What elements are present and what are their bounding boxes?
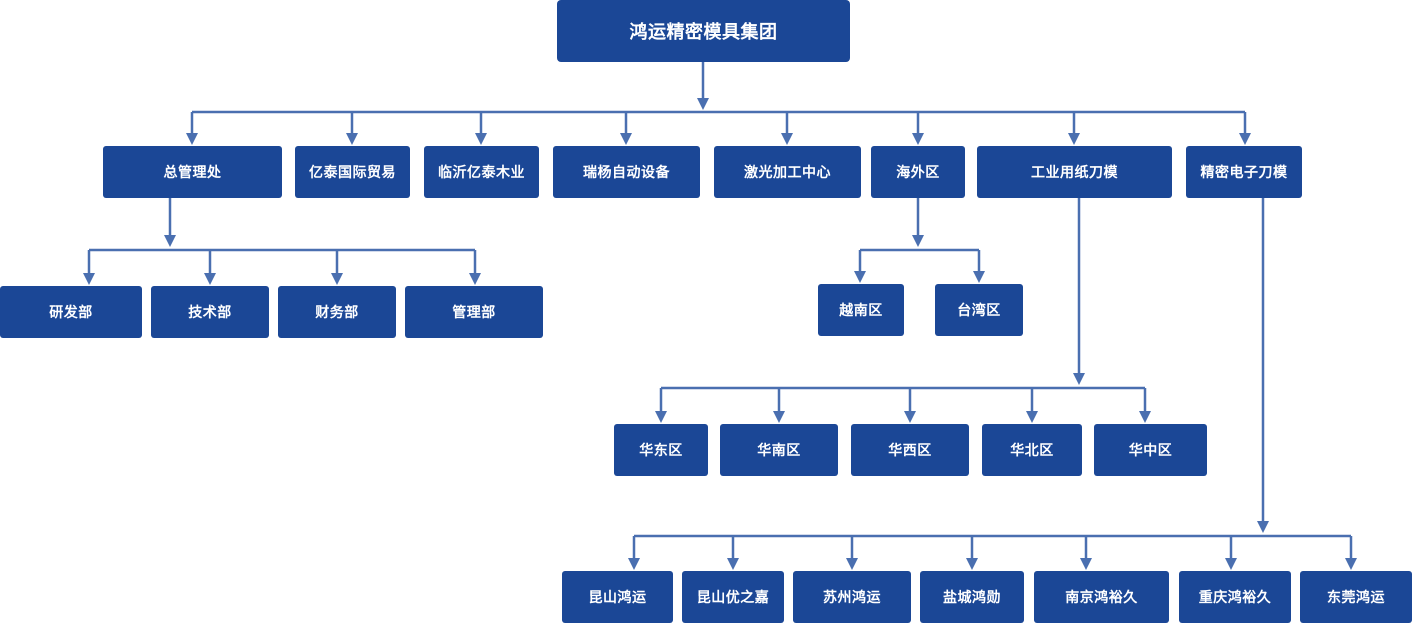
node-suzhou-hongyun: 苏州鸿运 — [793, 571, 911, 623]
node-yitai-trade: 亿泰国际贸易 — [295, 146, 410, 198]
node-vietnam: 越南区 — [818, 284, 904, 336]
node-dongguan-hongyun: 东莞鸿运 — [1300, 571, 1412, 623]
node-overseas: 海外区 — [871, 146, 965, 198]
node-management-dept: 管理部 — [405, 286, 543, 338]
node-kunshan-hongyun: 昆山鸿运 — [562, 571, 673, 623]
node-paper-die: 工业用纸刀模 — [977, 146, 1172, 198]
node-yancheng-hongxun: 盐城鸿勋 — [920, 571, 1024, 623]
node-west-china: 华西区 — [851, 424, 969, 476]
node-laser-center: 激光加工中心 — [714, 146, 861, 198]
node-admin-office: 总管理处 — [103, 146, 282, 198]
node-taiwan: 台湾区 — [935, 284, 1023, 336]
node-east-china: 华东区 — [614, 424, 708, 476]
node-chongqing-hongyujiu: 重庆鸿裕久 — [1179, 571, 1291, 623]
node-kunshan-youzhijia: 昆山优之嘉 — [682, 571, 784, 623]
node-central-china: 华中区 — [1094, 424, 1207, 476]
node-south-china: 华南区 — [720, 424, 838, 476]
node-ruiyang-equipment: 瑞杨自动设备 — [553, 146, 700, 198]
root-node: 鸿运精密模具集团 — [557, 0, 850, 62]
node-tech-dept: 技术部 — [151, 286, 269, 338]
node-nanjing-hongyujiu: 南京鸿裕久 — [1034, 571, 1169, 623]
node-linyi-wood: 临沂亿泰木业 — [424, 146, 539, 198]
node-finance-dept: 财务部 — [278, 286, 396, 338]
node-electronic-die: 精密电子刀模 — [1186, 146, 1302, 198]
node-north-china: 华北区 — [982, 424, 1082, 476]
node-rd-dept: 研发部 — [0, 286, 142, 338]
